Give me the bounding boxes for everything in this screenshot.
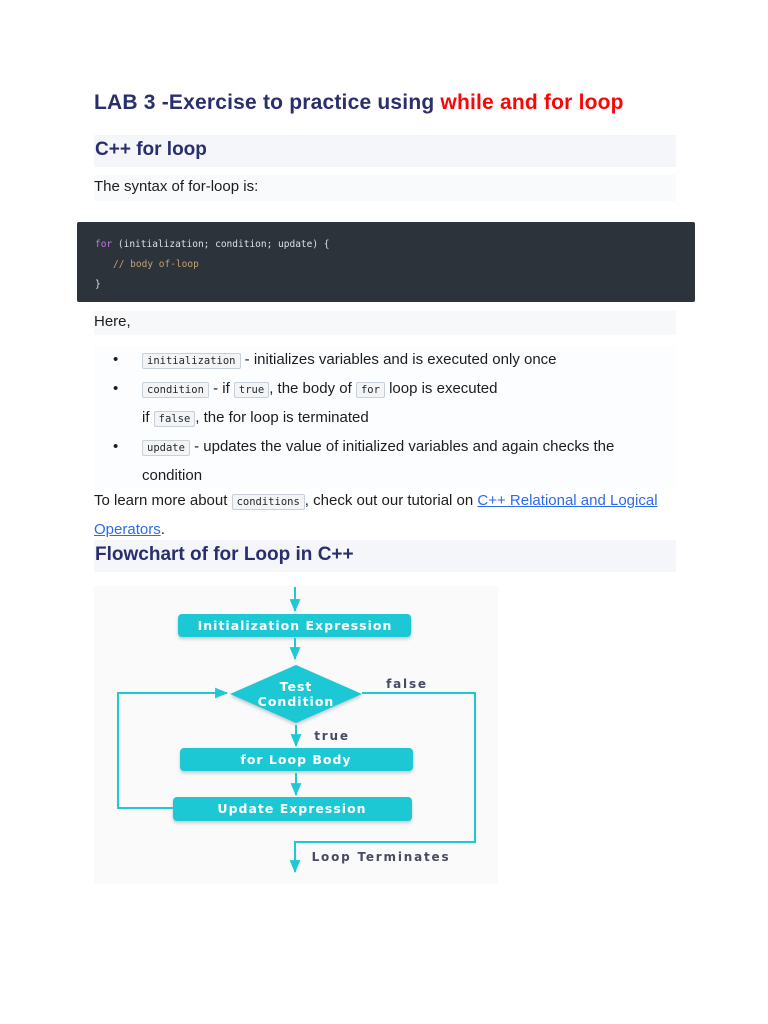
node-test-condition [230, 665, 362, 723]
code-keyword: for [95, 239, 113, 250]
page-title-highlight: while and for loop [440, 91, 624, 114]
code-block: for (initialization; condition; update) … [77, 222, 695, 302]
bullet-text: - updates the value of initialized varia… [142, 438, 615, 484]
section-heading-flowchart: Flowchart of for Loop in C++ [95, 544, 354, 565]
inline-code-false: false [153, 411, 196, 427]
label-true: true [314, 729, 350, 743]
bullet-list: initialization - initializes variables a… [94, 346, 676, 489]
paragraph-text: , check out our tutorial on [304, 492, 478, 509]
section-heading-for-loop: C++ for loop [95, 139, 207, 160]
node-update-expression [173, 797, 412, 821]
paragraph-text: To learn more about [94, 492, 232, 509]
code-line-3: } [95, 279, 101, 290]
inline-code-condition: condition [142, 382, 209, 398]
bullet-text: if [142, 409, 154, 426]
bullet-update: update - updates the value of initialize… [94, 433, 676, 489]
flowchart-heading-band: Flowchart of for Loop in C++ [94, 540, 676, 572]
node-test-label-line2: Condition [258, 694, 335, 709]
bullet-initialization: initialization - initializes variables a… [94, 346, 676, 375]
inline-code-initialization: initialization [142, 353, 241, 369]
here-text: Here, [94, 313, 131, 330]
bullet-text: - initializes variables and is executed … [240, 351, 557, 368]
arrow-false-branch [289, 692, 476, 874]
bullet-text: , the for loop is terminated [195, 409, 369, 426]
node-initialization-label: Initialization Expression [198, 618, 393, 633]
label-loop-terminates: Loop Terminates [312, 850, 451, 864]
inline-code-conditions: conditions [231, 494, 305, 510]
page-title: LAB 3 -Exercise to practice using while … [94, 91, 714, 115]
label-false: false [386, 677, 428, 691]
relational-operators-link[interactable]: C++ Relational and Logical Operators [94, 492, 658, 538]
inline-code-for: for [355, 382, 385, 398]
code-line-2: // body of-loop [113, 259, 199, 270]
flowchart-svg: Initialization Expression Test Condition… [117, 587, 476, 874]
node-update-label: Update Expression [217, 801, 366, 816]
page-title-normal: LAB 3 -Exercise to practice using [94, 91, 441, 114]
intro-text: The syntax of for-loop is: [94, 178, 259, 195]
bullet-text: loop is executed [384, 380, 498, 397]
node-initialization-expression [178, 614, 411, 637]
code-line-1: for (initialization; condition; update) … [95, 235, 695, 255]
code-signature: (initialization; condition; update) { [112, 239, 330, 250]
here-band: Here, [94, 311, 676, 335]
node-test-label-line1: Test [280, 679, 313, 694]
section-heading-band: C++ for loop [94, 135, 676, 167]
arrow-feedback-loop [117, 687, 229, 809]
node-for-loop-body [180, 748, 413, 771]
inline-code-update: update [142, 440, 190, 456]
flowchart-image: Initialization Expression Test Condition… [94, 586, 498, 884]
inline-code-true: true [233, 382, 270, 398]
intro-band: The syntax of for-loop is: [94, 175, 676, 201]
bullet-condition-line2: if false, the for loop is terminated [142, 404, 676, 433]
node-body-label: for Loop Body [240, 752, 351, 767]
learn-more-paragraph: To learn more about conditions, check ou… [94, 487, 676, 543]
bullet-text: , the body of [269, 380, 356, 397]
paragraph-text: . [160, 521, 165, 538]
bullet-text: - if [208, 380, 234, 397]
bullet-condition: condition - if true, the body of for loo… [94, 375, 676, 433]
